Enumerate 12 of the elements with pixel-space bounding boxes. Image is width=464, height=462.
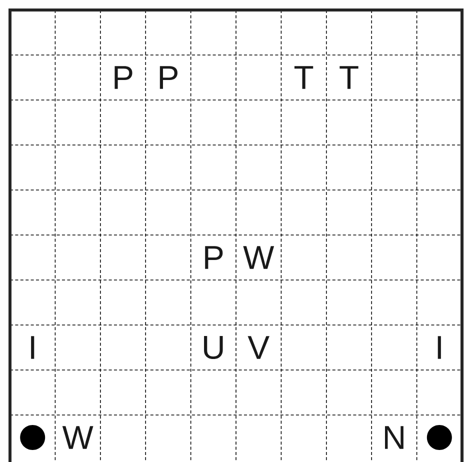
letter: U xyxy=(204,336,223,359)
letter: N xyxy=(385,426,404,449)
letter: P xyxy=(114,66,132,89)
letter: P xyxy=(160,66,178,89)
letter: T xyxy=(294,66,314,89)
letter: I xyxy=(31,336,34,359)
letter: P xyxy=(205,246,223,269)
letter: W xyxy=(243,246,274,269)
letter: T xyxy=(340,66,358,89)
letter: I xyxy=(438,336,441,359)
letter: V xyxy=(248,336,270,359)
letter: W xyxy=(62,426,94,449)
